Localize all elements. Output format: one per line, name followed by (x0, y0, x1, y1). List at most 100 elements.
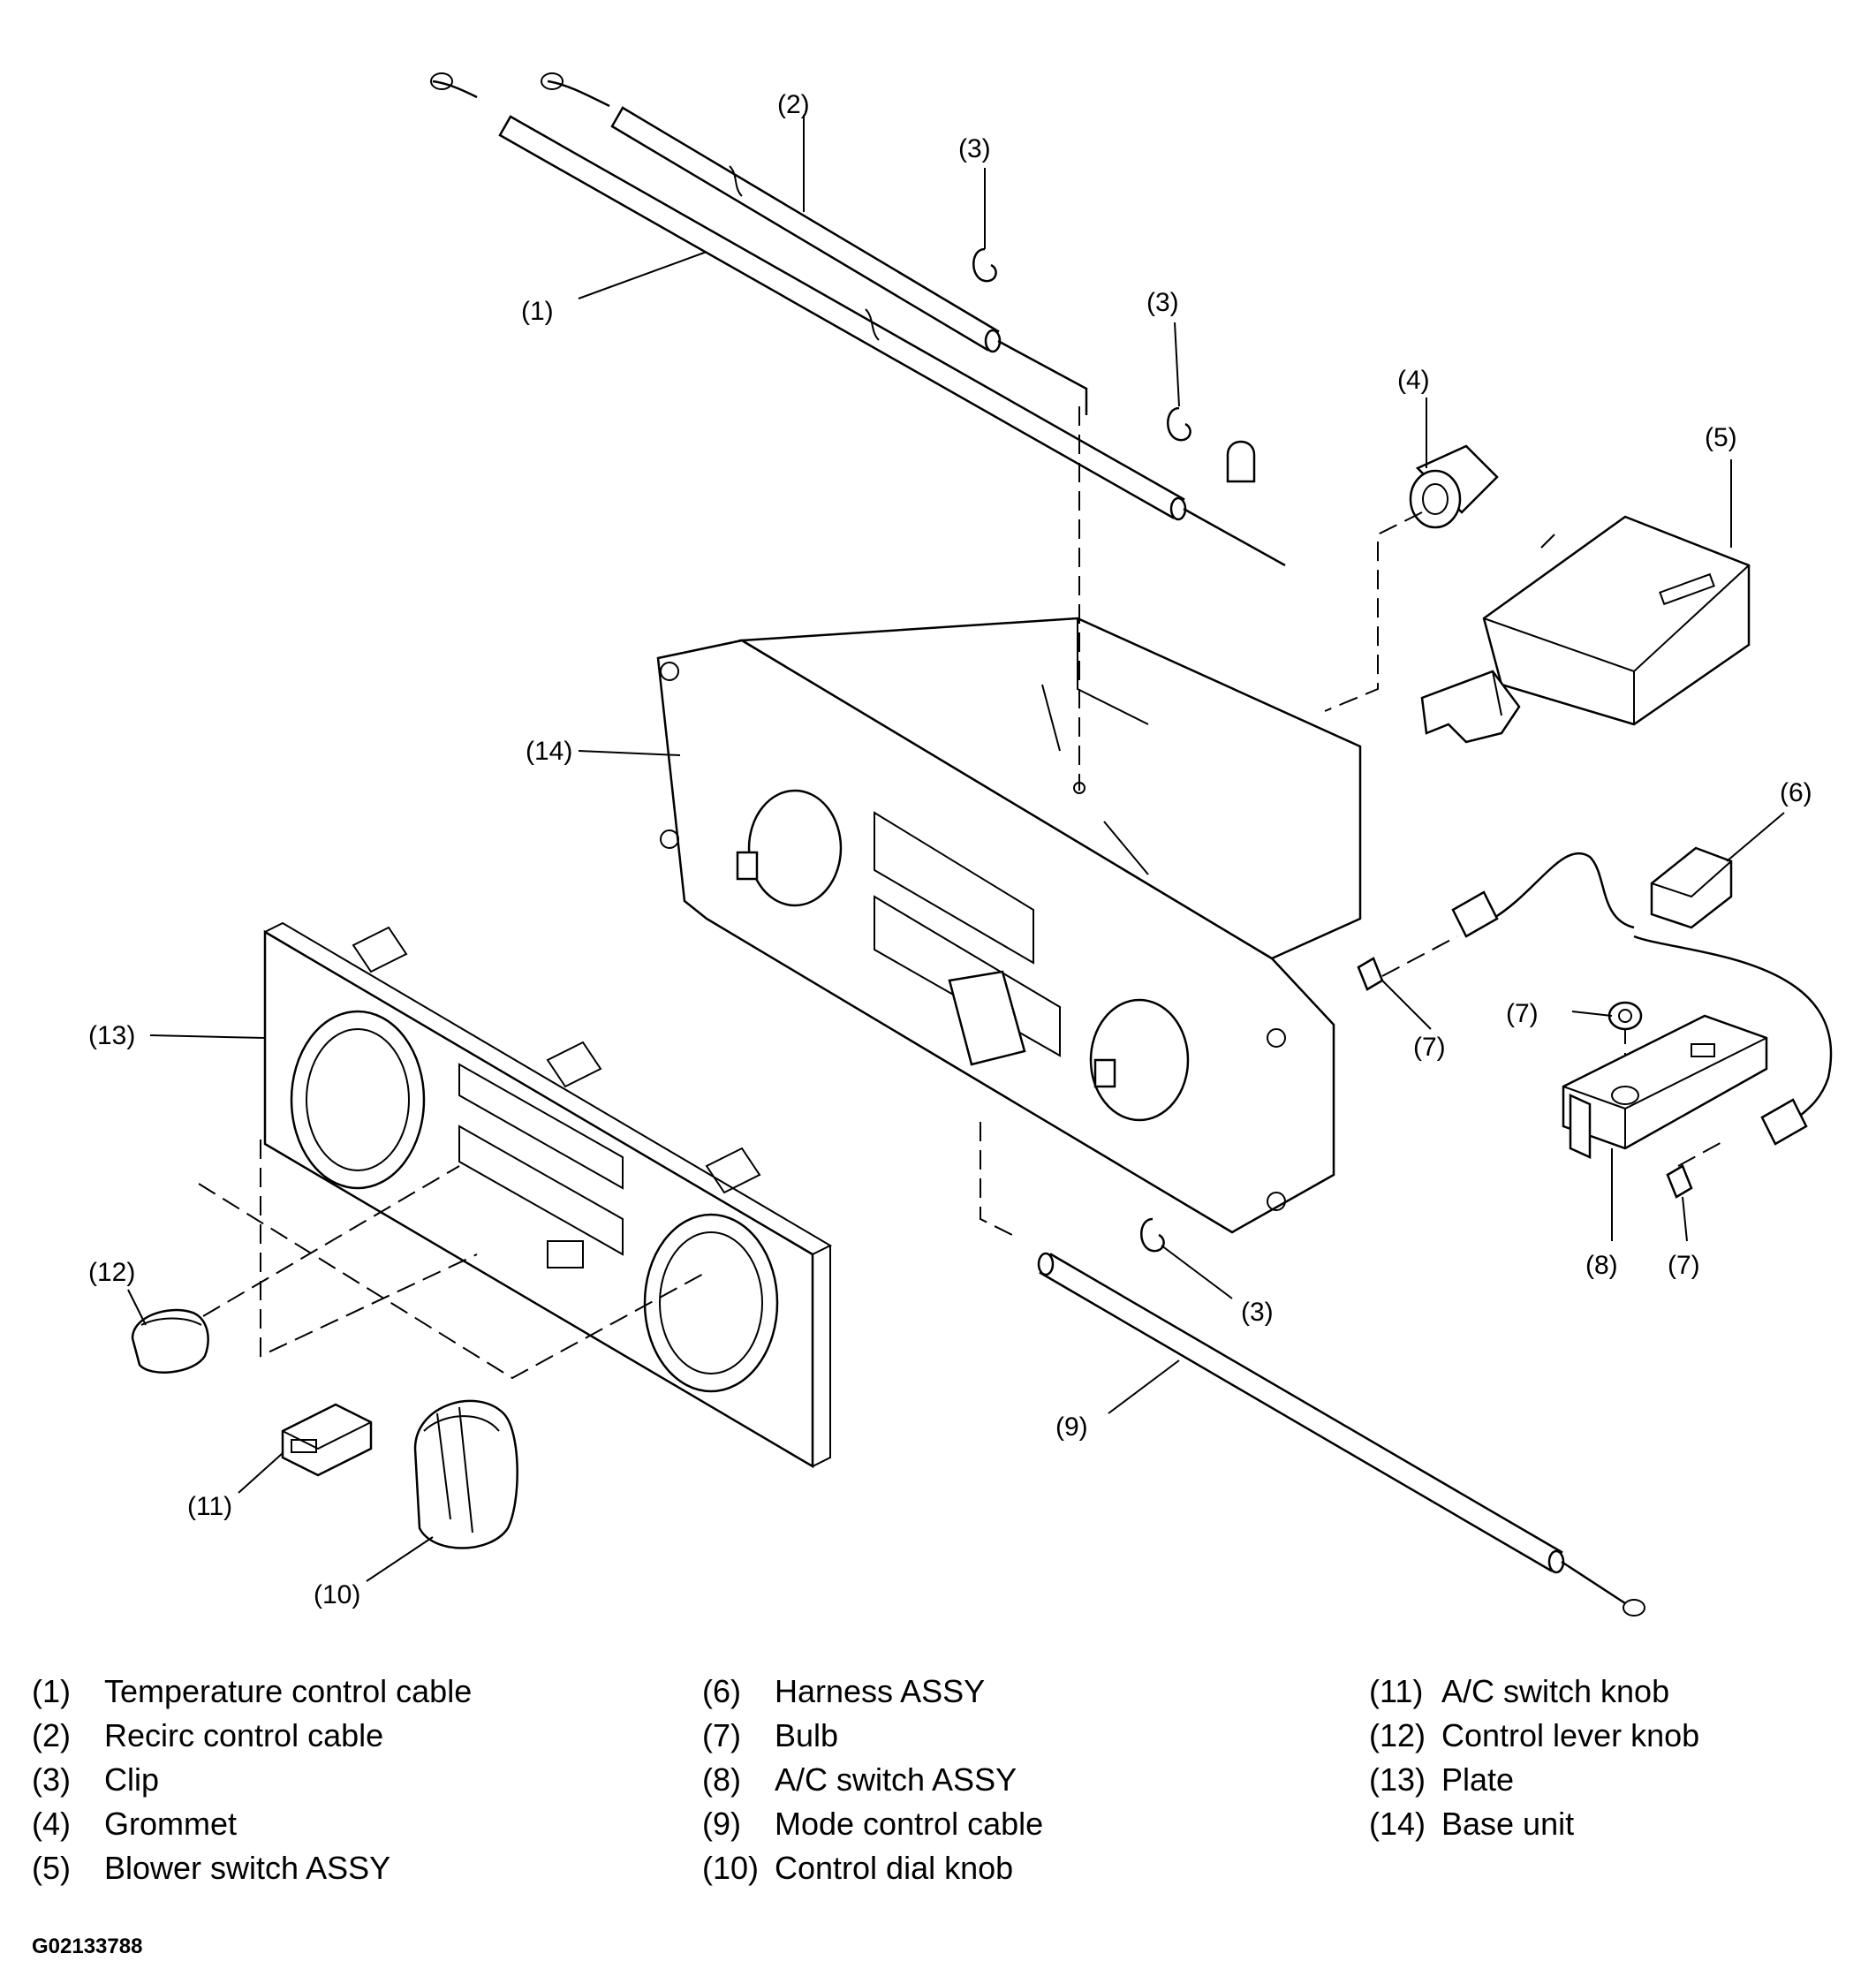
legend-item: (2) Recirc control cable (32, 1714, 472, 1758)
assembly-line-grommet (1324, 511, 1423, 712)
bulb-left (1357, 957, 1384, 991)
legend-item-number: (12) (1369, 1717, 1426, 1753)
legend-item-label: Control lever knob (1441, 1717, 1700, 1753)
legend-item-label: Blower switch ASSY (104, 1850, 391, 1886)
callout-11: (11) (187, 1492, 232, 1521)
leader-7a (1381, 980, 1432, 1030)
leader-12 (127, 1289, 147, 1326)
blower-switch-assy (1420, 515, 1751, 744)
legend-item-number: (10) (702, 1850, 760, 1886)
leader-6 (1726, 812, 1785, 862)
control-dial-knob (413, 1399, 518, 1549)
callout-3b: (3) (1146, 288, 1179, 317)
ac-switch-assy (1562, 1014, 1768, 1159)
legend-item: (8) A/C switch ASSY (702, 1758, 1043, 1802)
legend-item-label: Plate (1441, 1761, 1515, 1798)
callout-8: (8) (1585, 1251, 1618, 1280)
legend-item-number: (14) (1369, 1806, 1426, 1842)
callout-14: (14) (526, 737, 572, 766)
assembly-line-plate-left (260, 1140, 478, 1358)
leader-11 (238, 1452, 284, 1494)
plate (263, 921, 833, 1469)
legend-item-number: (8) (702, 1761, 741, 1798)
callout-5: (5) (1705, 423, 1737, 452)
leader-1 (578, 251, 707, 299)
clip-upper-right (1167, 406, 1191, 442)
legend-item-label: Grommet (104, 1806, 238, 1842)
legend-item-label: Harness ASSY (775, 1673, 986, 1709)
legend-item-label: Recirc control cable (104, 1717, 384, 1753)
legend-item-number: (4) (32, 1806, 71, 1842)
exploded-parts-diagram: (1) (2) (3) (3) (3) (4) (5) (6) (7) (7) … (88, 72, 1833, 1617)
callout-2: (2) (777, 90, 810, 119)
legend-item: (7) Bulb (702, 1714, 1043, 1758)
callout-12: (12) (88, 1258, 135, 1287)
legend-column-1: (1) Temperature control cable (2) Recirc co… (32, 1670, 472, 1890)
legend-item: (1) Temperature control cable (32, 1670, 472, 1714)
legend-item-label: Mode control cable (775, 1806, 1044, 1842)
legend-item: (14) Base unit (1369, 1802, 1699, 1846)
legend-item: (13) Plate (1369, 1758, 1699, 1802)
legend-item-label: A/C switch ASSY (775, 1761, 1017, 1798)
callout-4: (4) (1397, 366, 1430, 395)
assembly-line-control-lever (202, 1165, 460, 1317)
assembly-line-bulb-lower (1677, 1139, 1728, 1167)
figure-reference-code: G02133788 (32, 1935, 143, 1958)
callout-7c: (7) (1668, 1251, 1700, 1280)
harness-assy (1451, 846, 1833, 1146)
leader-14 (578, 750, 681, 756)
legend-item-label: Base unit (1441, 1806, 1575, 1842)
legend-item: (11) A/C switch knob (1369, 1670, 1699, 1714)
leader-3b (1174, 322, 1180, 407)
legend-item: (4) Grommet (32, 1802, 472, 1846)
legend-item-label: Bulb (775, 1717, 839, 1753)
legend-item-label: Clip (104, 1761, 160, 1798)
callout-3a: (3) (958, 134, 991, 163)
base-unit (656, 440, 1362, 1234)
legend-item-number: (5) (32, 1850, 71, 1886)
legend-item-label: Temperature control cable (104, 1673, 473, 1709)
legend-item-number: (1) (32, 1673, 71, 1709)
legend-item: (10) Control dial knob (702, 1846, 1043, 1890)
legend-item-number: (2) (32, 1717, 71, 1753)
temperature-control-cable (430, 72, 1286, 567)
leader-7c (1682, 1196, 1688, 1242)
callout-9: (9) (1055, 1412, 1088, 1442)
legend-item-label: A/C switch knob (1441, 1673, 1670, 1709)
callout-13: (13) (88, 1021, 135, 1050)
legend-item: (9) Mode control cable (702, 1802, 1043, 1846)
callout-10: (10) (314, 1580, 360, 1609)
control-lever-knob (131, 1308, 209, 1374)
leader-10 (366, 1536, 434, 1582)
assembly-line-mode-cable (980, 1122, 1017, 1238)
leader-3c (1161, 1245, 1233, 1299)
clip-lower (1140, 1217, 1165, 1253)
legend-item: (3)Clip (32, 1758, 472, 1802)
legend-item: (12) Control lever knob (1369, 1714, 1699, 1758)
legend-item-number: (9) (702, 1806, 741, 1842)
callout-7b: (7) (1506, 999, 1539, 1028)
leader-7b (1571, 1011, 1613, 1017)
recirc-control-cable (541, 72, 1088, 415)
assembly-line-plate-lower (198, 1183, 707, 1380)
legend-item-label: Control dial knob (775, 1850, 1014, 1886)
leader-13 (149, 1034, 266, 1039)
mode-control-cable (1037, 1252, 1645, 1617)
legend-item-number: (11) (1369, 1673, 1424, 1709)
clip-upper-left (972, 247, 997, 283)
legend-item-number: (7) (702, 1717, 741, 1753)
callout-6: (6) (1780, 778, 1812, 807)
legend-item: (5) Blower switch ASSY (32, 1846, 472, 1890)
legend-item-number: (13) (1369, 1761, 1426, 1798)
bulb-upper-right (1607, 1001, 1643, 1031)
legend-column-3: (11) A/C switch knob (12) Control lever kno… (1369, 1670, 1699, 1846)
grommet (1409, 444, 1499, 529)
callout-3c: (3) (1241, 1298, 1274, 1327)
assembly-line-bulb (1381, 935, 1458, 977)
callout-1: (1) (521, 297, 554, 326)
ac-switch-knob (281, 1403, 373, 1477)
legend-item-number: (6) (702, 1673, 741, 1709)
leader-9 (1108, 1359, 1180, 1414)
callout-7a: (7) (1413, 1033, 1446, 1062)
legend-column-2: (6) Harness ASSY (7) Bulb (8) A/C switch ASSY… (702, 1670, 1043, 1890)
